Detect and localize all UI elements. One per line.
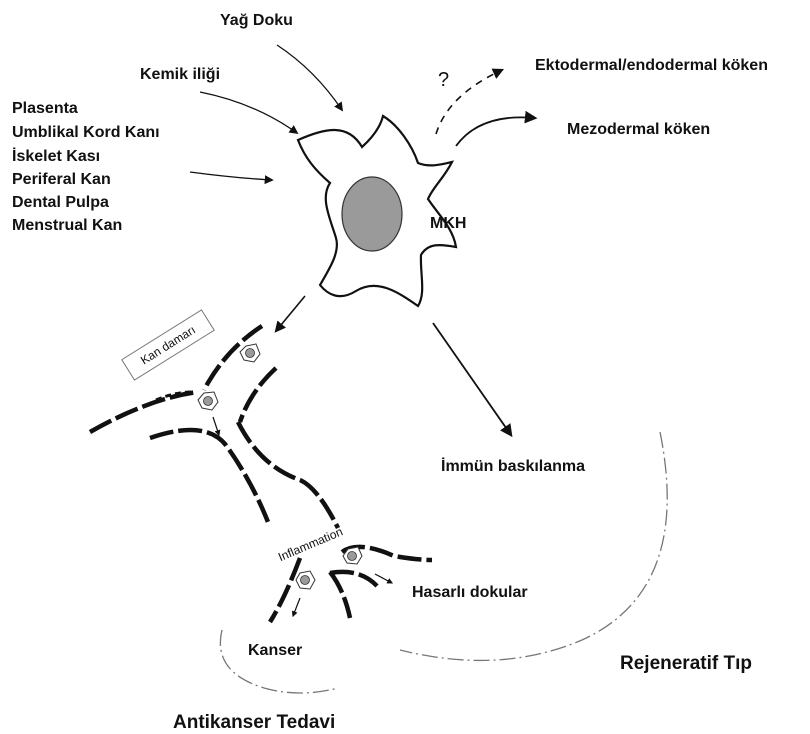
source-list-item: Umblikal Kord Kanı [12,124,160,141]
source-adipose: Yağ Doku [220,12,293,29]
arrow-mesoderm [456,117,535,146]
arrow-to-cancer [293,598,300,616]
anticancer-therapy-label: Antikanser Tedavi [173,712,335,733]
stem-cell-nucleus [342,177,402,251]
source-list-item: Plasenta [12,100,78,117]
mesoderm-origin-label: Mezodermal köken [567,121,710,138]
source-bone-marrow: Kemik iliği [140,66,220,83]
source-list-item: Dental Pulpa [12,194,109,211]
immune-suppression-label: İmmün baskılanma [441,457,585,475]
cell-label: MKH [430,215,466,232]
blood-vessel-label-box: Kan damarı [122,310,214,380]
vessel-cell [198,392,218,410]
inflammation-label: Inflammation [276,524,345,564]
cancer-label: Kanser [248,642,302,659]
damaged-tissue-label: Hasarlı dokular [412,584,528,601]
source-list-item: İskelet Kası [12,147,100,165]
anticancer-arc [220,630,338,693]
question-mark: ? [438,69,449,91]
arrow-adipose-to-cell [277,45,342,110]
arrow-to-damaged-tissue [375,574,392,583]
arrow-sources-to-cell [190,172,272,180]
source-list-item: Menstrual Kan [12,217,122,234]
arrow-immune [433,323,511,435]
ecto-endo-origin-label: Ektodermal/endodermal köken [535,57,768,74]
arrow-bone-marrow-to-cell [200,92,297,133]
vessel-cell [240,344,260,362]
vessel-cell [296,571,315,589]
arrow-vessel-cell [213,417,219,435]
arrow-cell-to-vessel [276,296,305,331]
regenerative-medicine-label: Rejeneratif Tıp [620,653,752,674]
source-list-item: Periferal Kan [12,171,111,188]
